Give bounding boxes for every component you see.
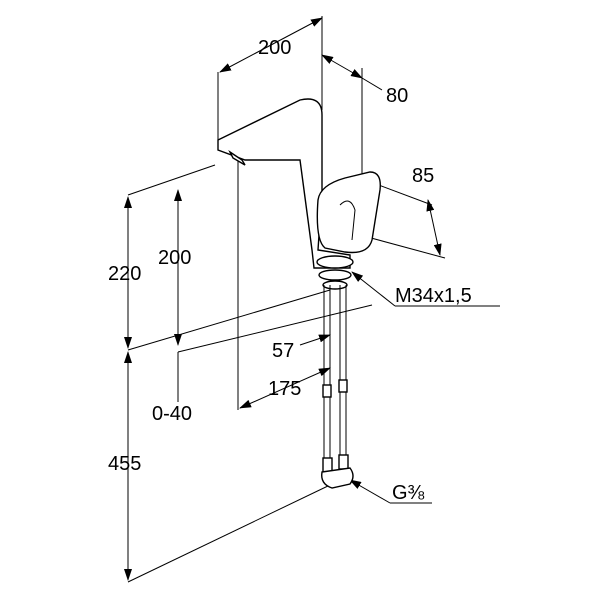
dimension-spout-projection: 175	[268, 378, 301, 400]
faucet-body	[217, 98, 381, 290]
dimension-thread: M34x1,5	[395, 285, 472, 307]
dimension-spout-height: 200	[158, 247, 191, 269]
dimension-body-depth: 80	[386, 85, 408, 107]
dimension-hose-length: 455	[108, 453, 141, 475]
dimension-spout-reach: 200	[258, 37, 291, 59]
dimension-deck-thickness: 0-40	[152, 403, 192, 425]
dimension-total-height: 220	[108, 263, 141, 285]
dimension-deck-offset: 57	[272, 340, 294, 362]
supply-hoses	[321, 285, 354, 489]
dimension-handle-height: 85	[412, 165, 434, 187]
dimension-lines	[124, 17, 500, 581]
dimension-hose-connection: G⅜	[392, 482, 425, 504]
